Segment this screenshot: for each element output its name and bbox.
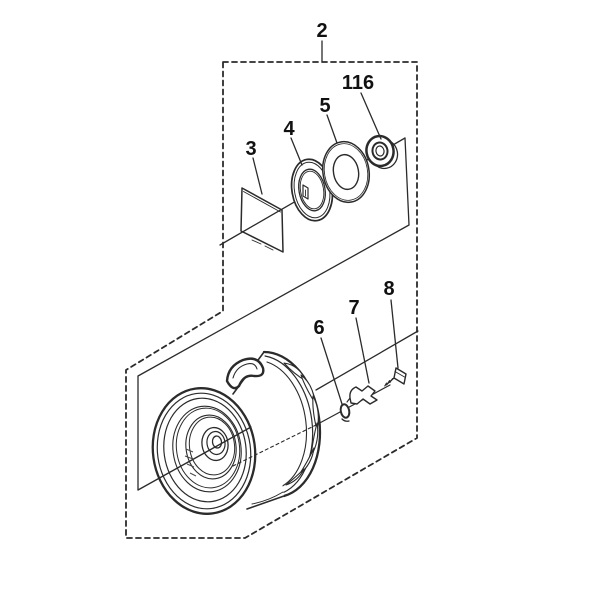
square-washer-thickness-dashes bbox=[251, 239, 274, 251]
leader-line-7 bbox=[355, 317, 370, 384]
part-6-retaining-ring bbox=[339, 403, 351, 422]
spool-body-bottom-arc bbox=[251, 491, 284, 505]
part-label-8: 8 bbox=[383, 278, 394, 300]
click-spring-hook bbox=[346, 397, 351, 403]
retaining-ring-outline bbox=[339, 403, 351, 419]
bearing-inner-race bbox=[371, 141, 389, 161]
part-label-7: 7 bbox=[348, 297, 359, 319]
screw-threads bbox=[384, 378, 393, 387]
spool-face-ring bbox=[172, 405, 242, 493]
part-7-click-spring bbox=[346, 385, 378, 405]
click-parts-axis bbox=[232, 384, 391, 467]
retaining-ring-tail bbox=[341, 418, 350, 422]
part-labels: 2 3 4 5 116 6 7 8 bbox=[245, 20, 394, 339]
spool-hub-ring bbox=[201, 426, 229, 462]
spool-face-ring bbox=[185, 414, 237, 480]
drag-plate-face-ring2 bbox=[299, 170, 325, 210]
leader-line-3 bbox=[252, 157, 263, 195]
spool-body-bottom-edge bbox=[246, 495, 285, 510]
line-clip-outline bbox=[225, 357, 265, 390]
axis-line-upper bbox=[137, 137, 410, 491]
spool-hub-bore bbox=[211, 435, 223, 449]
part-116-bearing bbox=[365, 134, 399, 170]
spool-line-clip bbox=[225, 357, 265, 390]
part-label-3: 3 bbox=[245, 138, 256, 160]
spool-skirt-vents bbox=[283, 362, 319, 486]
bearing-bore bbox=[375, 145, 385, 157]
spool-face-ring bbox=[175, 407, 241, 489]
line-clip-inner bbox=[232, 363, 258, 379]
vent-slash bbox=[285, 468, 305, 486]
spool-engraving-marks bbox=[184, 448, 197, 477]
spool-face-ring bbox=[156, 392, 252, 510]
part-label-6: 6 bbox=[313, 317, 324, 339]
spool-skirt-rim bbox=[264, 355, 314, 494]
leader-line-8 bbox=[390, 299, 399, 369]
screw-head bbox=[393, 367, 407, 385]
axis-line-lower bbox=[137, 330, 419, 491]
flat-washer-hole bbox=[332, 153, 360, 191]
part-label-116: 116 bbox=[342, 72, 374, 94]
axis-lower-right-segment bbox=[315, 330, 419, 391]
click-spring-outline bbox=[349, 385, 378, 405]
spool-skirt-inner-edge bbox=[266, 361, 308, 487]
part-label-4: 4 bbox=[283, 118, 295, 140]
square-washer-edge-detail bbox=[243, 191, 281, 213]
part-8-screw bbox=[384, 367, 407, 387]
leader-line-5 bbox=[326, 114, 338, 144]
leader-line-4 bbox=[290, 137, 303, 166]
spool-assembly bbox=[151, 350, 322, 515]
part-5-flat-washer bbox=[321, 140, 371, 204]
spool-face-ring bbox=[163, 397, 247, 503]
spool-face-ring bbox=[188, 416, 236, 476]
part-label-2: 2 bbox=[316, 20, 327, 42]
part-label-5: 5 bbox=[319, 95, 330, 117]
axis-lower-left-segment bbox=[137, 426, 252, 491]
spool-skirt-outer bbox=[262, 350, 322, 498]
flat-washer-thickness bbox=[323, 143, 369, 201]
axis-step-line bbox=[137, 137, 410, 491]
click-axis-visible bbox=[315, 384, 391, 426]
click-axis-hidden bbox=[232, 424, 317, 467]
screw-head-detail bbox=[394, 371, 405, 378]
leader-line-6 bbox=[320, 337, 343, 405]
leader-line-116 bbox=[360, 92, 382, 140]
dashed-group-boundary bbox=[125, 61, 418, 539]
leader-lines bbox=[252, 40, 399, 405]
drag-plate-face-ring bbox=[298, 168, 326, 212]
